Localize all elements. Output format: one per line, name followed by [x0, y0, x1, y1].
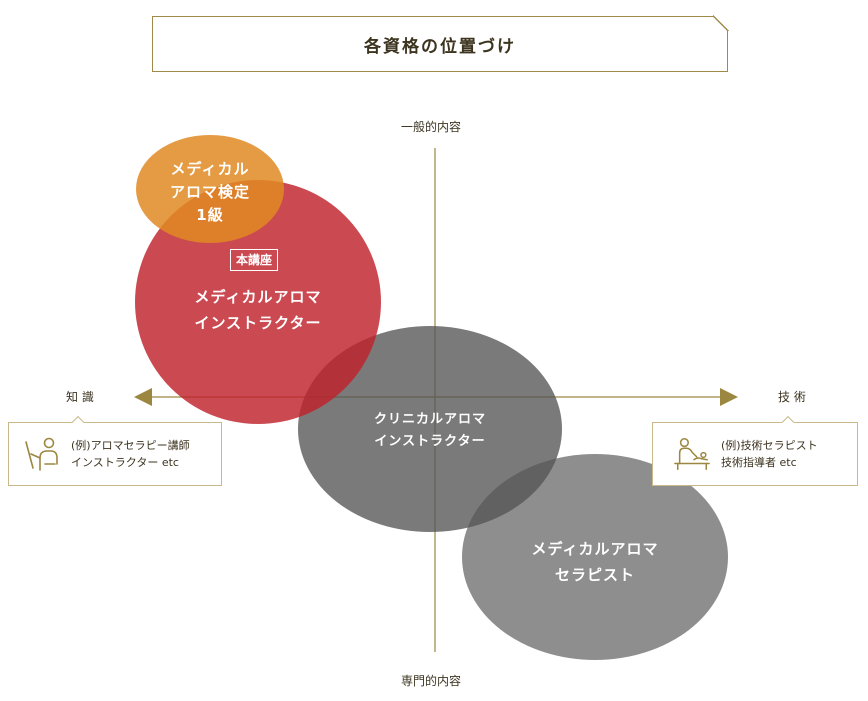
label-medical-aroma-therapist: メディカルアロマ セラピスト — [531, 540, 659, 584]
example-text-knowledge: (例)アロマセラピー講師 インストラクター etc — [71, 439, 190, 469]
example-box-technique: (例)技術セラピスト 技術指導者 etc — [652, 422, 858, 486]
axis-label-left: 知 識 — [66, 390, 94, 404]
callout-notch — [781, 415, 795, 423]
page-title: 各資格の位置づけ — [364, 36, 516, 57]
callout-notch — [71, 415, 85, 423]
circle-medical-aroma-exam — [136, 135, 284, 243]
circle-medical-aroma-therapist — [462, 454, 728, 660]
label-medical-aroma-instructor: メディカルアロマ インストラクター — [194, 288, 322, 332]
title-box: 各資格の位置づけ — [152, 15, 729, 72]
example-text-technique: (例)技術セラピスト 技術指導者 etc — [721, 439, 818, 469]
axis-label-top: 一般的内容 — [401, 120, 462, 134]
label-clinical-aroma-instructor: クリニカルアロマ インストラクター — [373, 412, 486, 449]
corner-fold — [713, 15, 729, 31]
axis-label-right: 技 術 — [778, 390, 806, 404]
circle-clinical-aroma-instructor — [298, 326, 562, 532]
axis-label-bottom: 専門的内容 — [401, 674, 462, 688]
example-box-knowledge: (例)アロマセラピー講師 インストラクター etc — [8, 422, 222, 486]
left-arrow-icon — [134, 388, 152, 406]
this-course-badge: 本講座 — [230, 249, 279, 271]
right-arrow-icon — [720, 388, 738, 406]
lecturer-icon — [25, 437, 58, 471]
massage-therapist-icon — [674, 438, 710, 470]
label-medical-aroma-exam: メディカル アロマ検定 1級 — [169, 160, 250, 224]
